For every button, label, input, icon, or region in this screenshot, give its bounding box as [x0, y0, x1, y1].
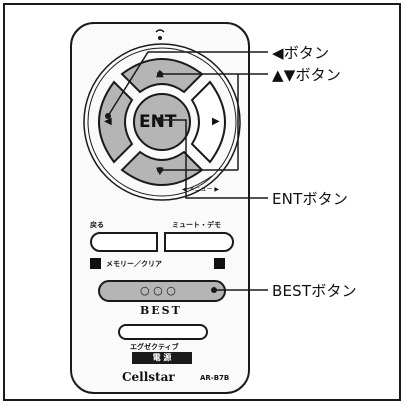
- mute-demo-label: ミュート・デモ: [172, 221, 221, 229]
- up-arrow-icon: ▲: [156, 68, 164, 79]
- callout-ent-button: ENTボタン: [272, 190, 349, 208]
- best-dots: ○ ○ ○: [140, 284, 176, 297]
- ent-label[interactable]: ENT: [139, 112, 177, 132]
- right-arrow-icon: ▶: [212, 116, 220, 127]
- brand-logo: Cellstar: [122, 370, 175, 384]
- remote-control: ▲ ▼ ◀ ▶ ENT ◀ メニュー ▶ 戻る ミュート・デモ メモリー／クリア…: [70, 22, 250, 394]
- left-arrow-icon: ◀: [104, 116, 112, 127]
- best-button[interactable]: [98, 280, 226, 302]
- callout-best-button: BESTボタン: [272, 282, 357, 300]
- menu-hint: ◀ メニュー ▶: [182, 186, 220, 193]
- right-button: [190, 80, 226, 164]
- mute-demo-button[interactable]: [164, 232, 234, 252]
- power-label: 電 源: [132, 352, 192, 364]
- callout-up-down-buttons: ▲▼ボタン: [272, 66, 342, 84]
- down-arrow-icon: ▼: [156, 166, 164, 177]
- back-label: 戻る: [90, 221, 104, 229]
- executive-button[interactable]: [118, 324, 208, 340]
- callout-left-button: ◀ボタン: [272, 44, 330, 62]
- speaker-icon: [214, 258, 225, 269]
- memory-clear-label: メモリー／クリア: [106, 260, 162, 268]
- back-button[interactable]: [90, 232, 158, 252]
- model-label: AR-B7B: [200, 374, 230, 382]
- memory-icon: [90, 258, 101, 269]
- executive-label: エグゼクティブ: [130, 343, 179, 351]
- best-label: BEST: [140, 304, 182, 317]
